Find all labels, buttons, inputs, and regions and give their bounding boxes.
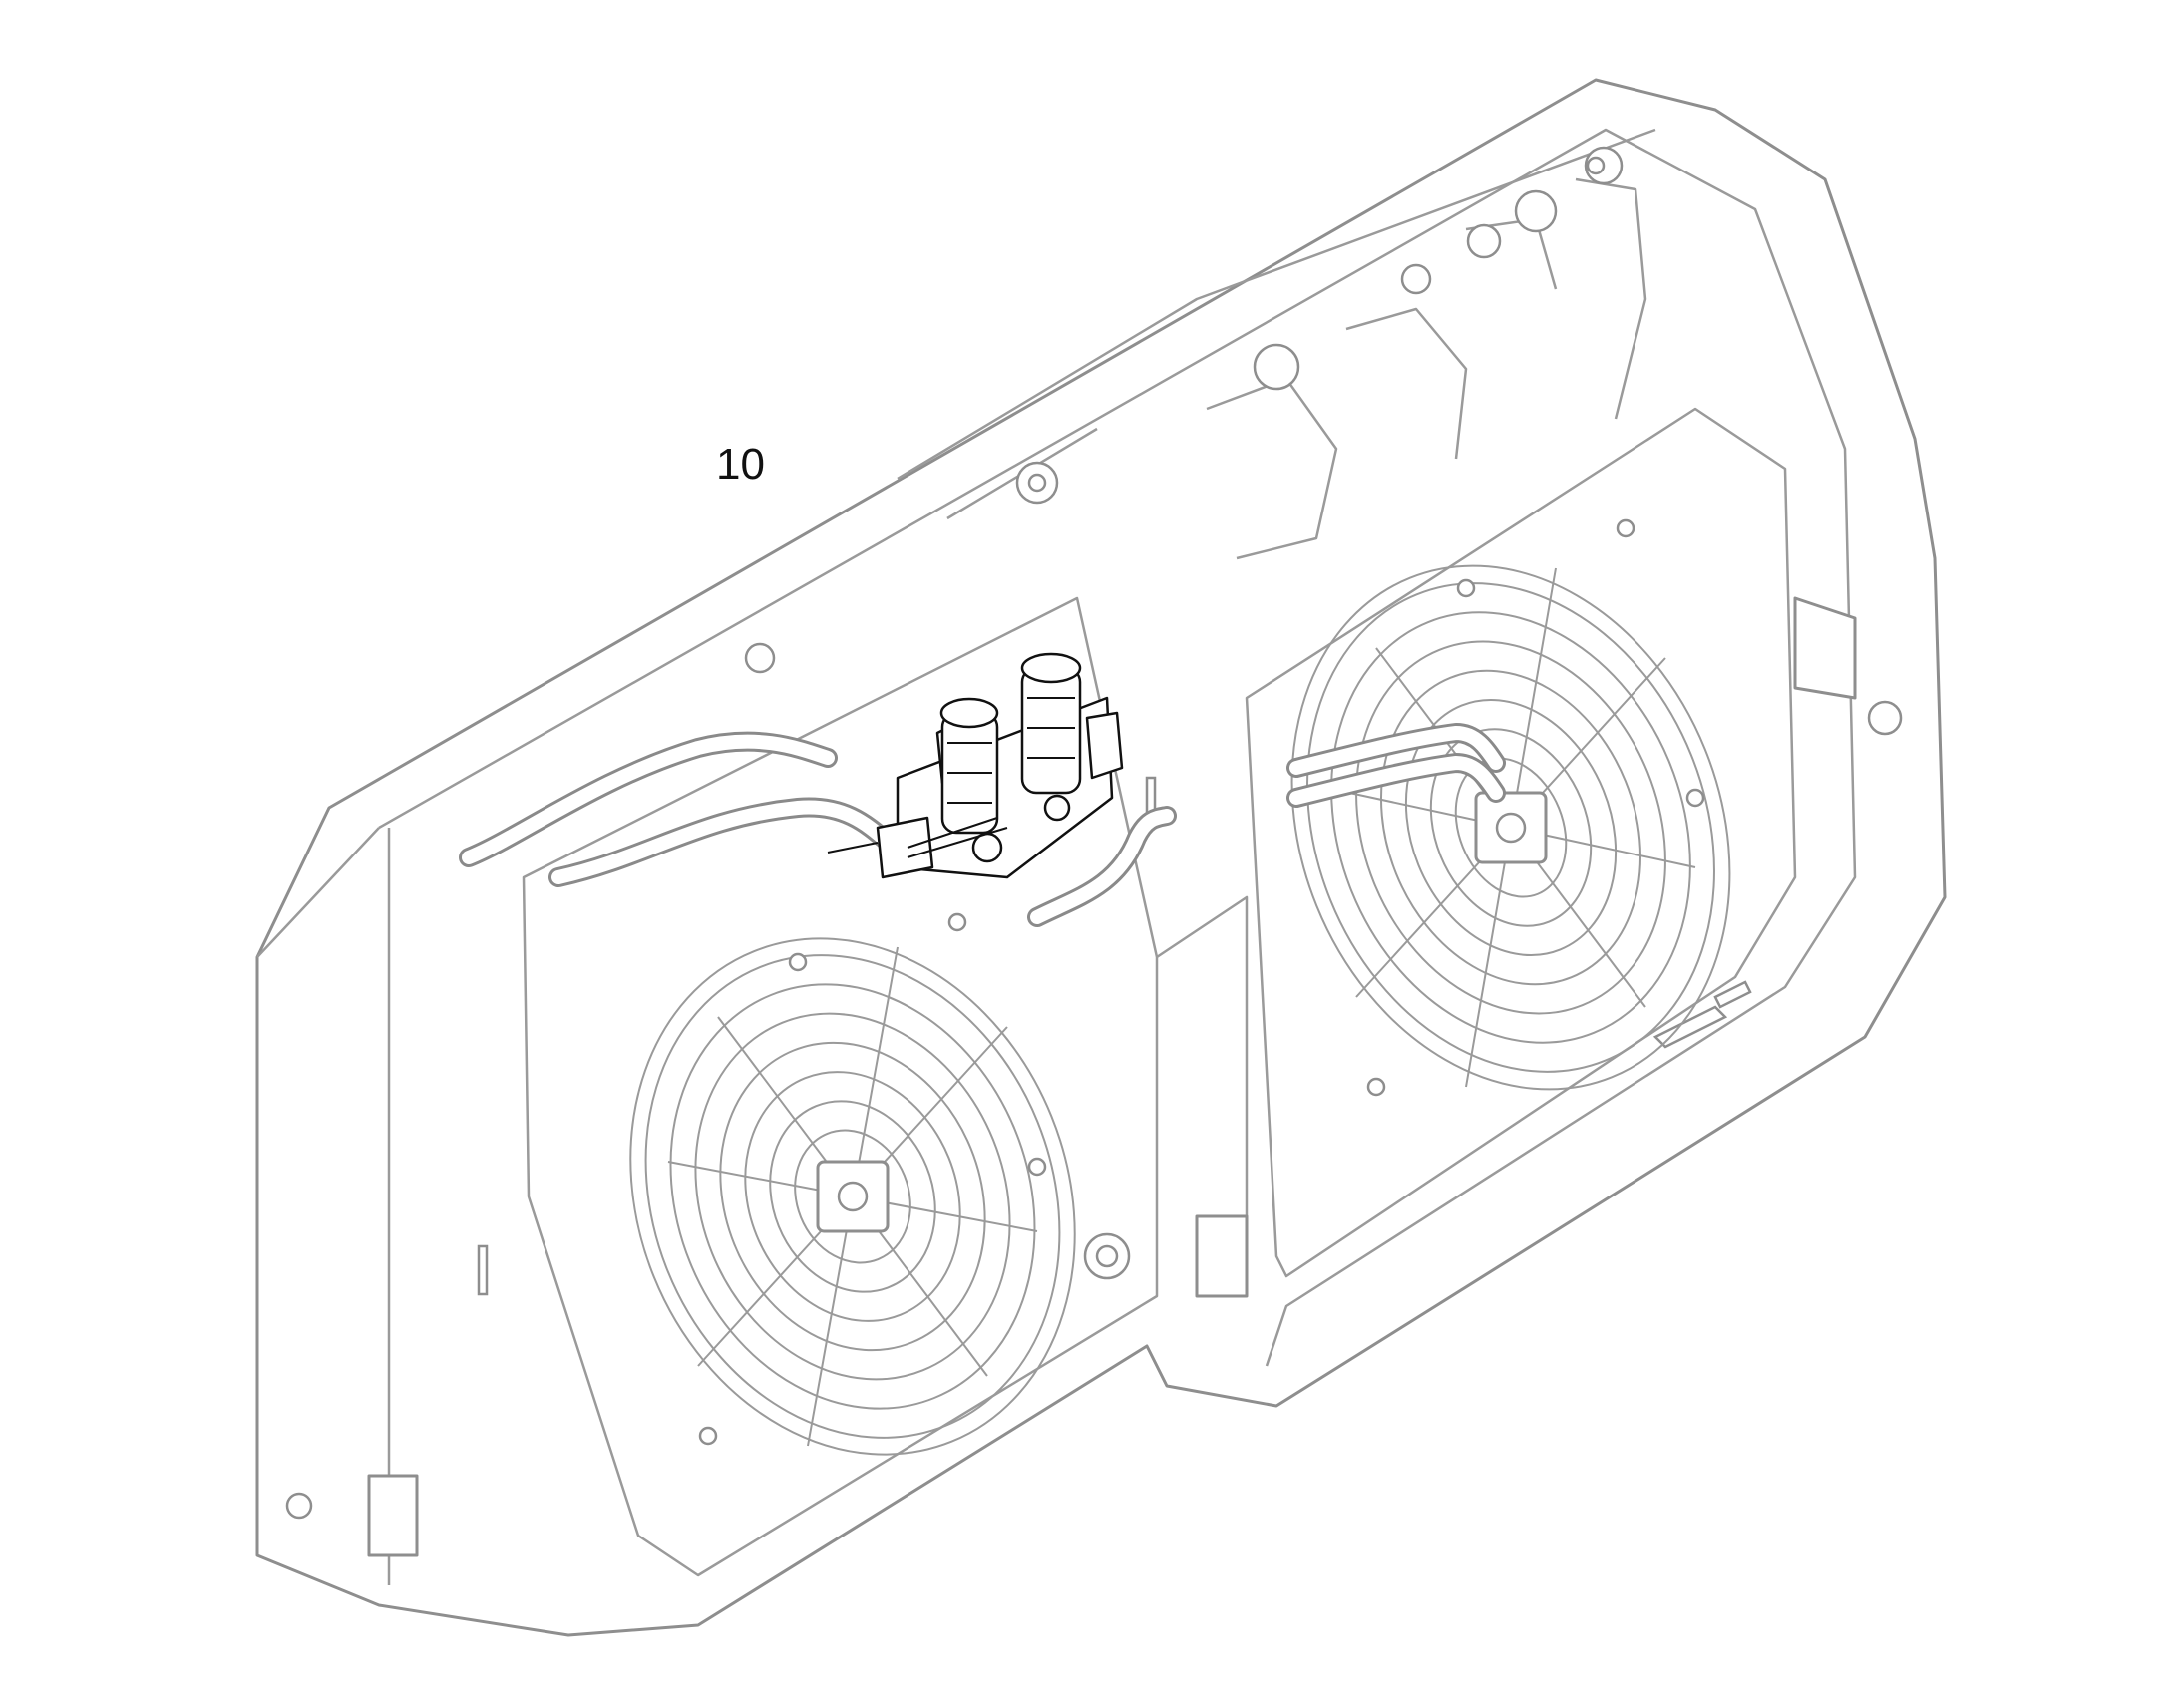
- left-fan-guard-icon: [629, 912, 1076, 1456]
- right-fan-guard-icon: [1290, 518, 1731, 1097]
- center-mount-block-icon: [1195, 1214, 1249, 1298]
- right-side-plate-icon: [1793, 596, 1857, 700]
- callout-label-10: 10: [716, 440, 765, 489]
- hydraulic-hoses-icon: [459, 723, 1506, 927]
- hydraulic-valve-block-icon: [827, 652, 1124, 879]
- cooling-frame-icon: [255, 78, 1947, 1637]
- left-mount-block-icon: [367, 1474, 419, 1557]
